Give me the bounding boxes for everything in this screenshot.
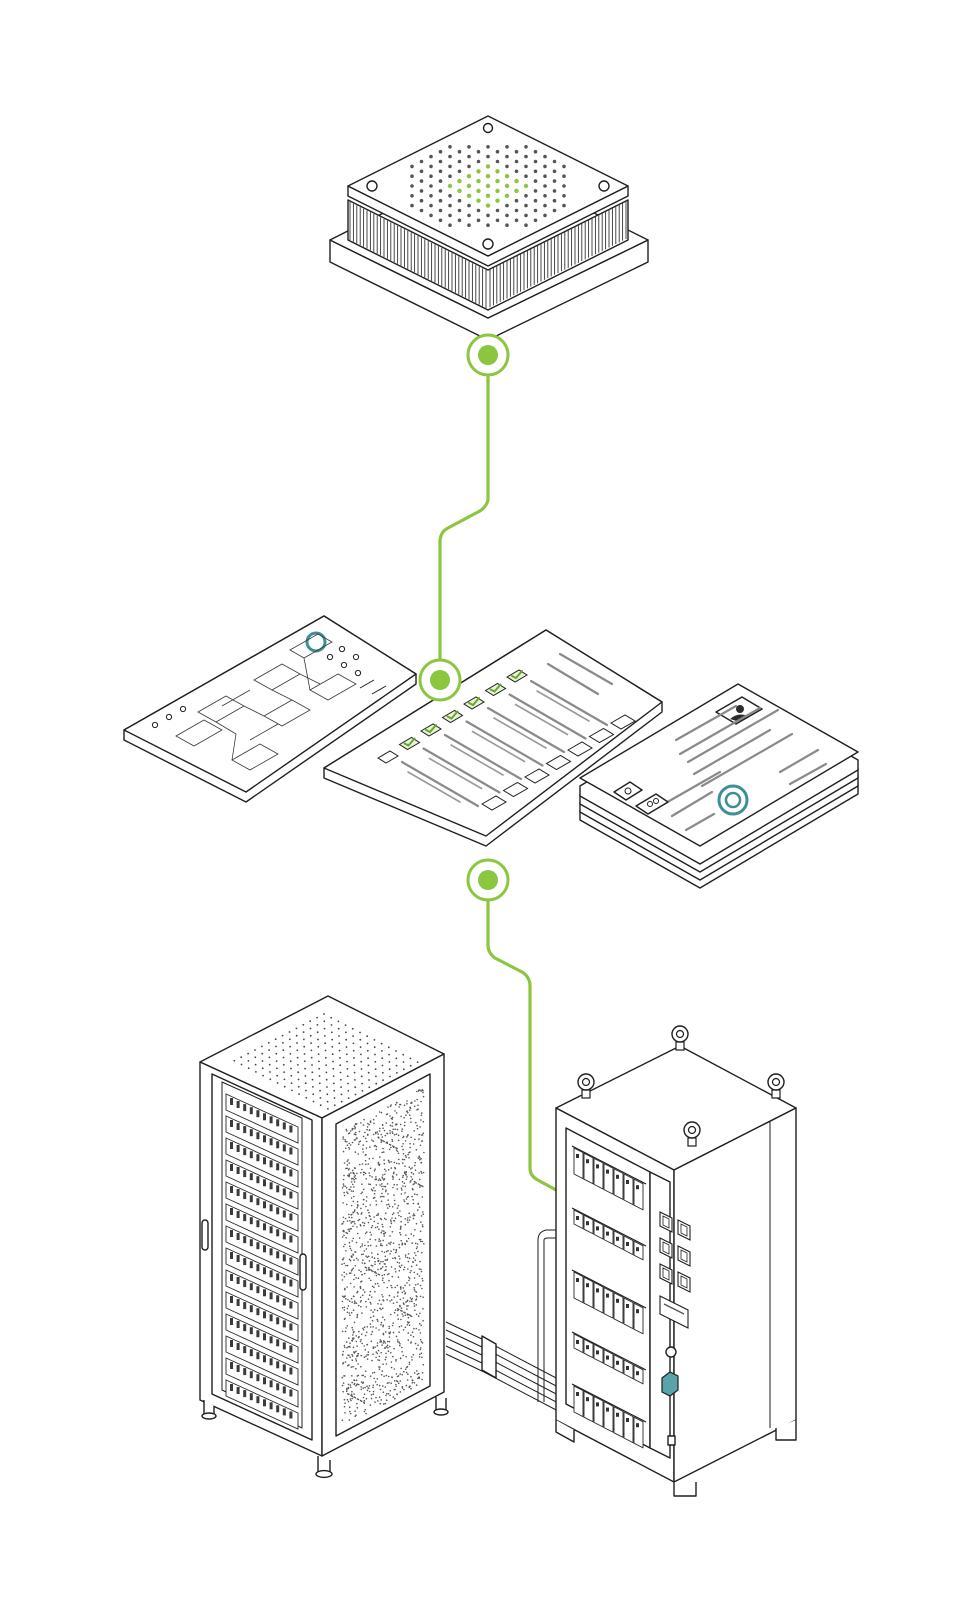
emergency-button[interactable]	[661, 1371, 679, 1397]
lifting-eye-bolts	[577, 1025, 785, 1147]
checklist-document-icon	[323, 629, 663, 847]
server-rack-icon	[199, 995, 449, 1479]
rack-roof-vent	[233, 1013, 419, 1110]
server-units	[225, 1093, 299, 1430]
profile-document-stack-icon	[579, 683, 859, 889]
cabinet-modules	[571, 1145, 647, 1449]
workflow-document-icon	[123, 615, 417, 803]
processor-chip-icon	[329, 115, 649, 377]
connector-docs-to-cabinet	[486, 880, 557, 1192]
checklist-rows	[377, 652, 636, 811]
status-ring-icon	[305, 631, 327, 653]
rack-side-perforation	[341, 1089, 425, 1422]
control-cabinet-icon	[555, 1025, 797, 1497]
chip-contact-grid	[410, 145, 566, 227]
panel-buttons	[659, 1211, 691, 1329]
connector-node-bottom	[466, 858, 510, 902]
connector-lines	[438, 358, 557, 1192]
door-handle-left[interactable]	[201, 1219, 209, 1251]
keyswitch[interactable]	[667, 1435, 676, 1446]
cable-bundle	[445, 1229, 561, 1413]
heatsink-fins	[349, 201, 627, 308]
indicator-lamp	[665, 1346, 677, 1358]
door-handle-right[interactable]	[299, 1253, 307, 1291]
connector-chip-to-docs	[438, 358, 490, 680]
